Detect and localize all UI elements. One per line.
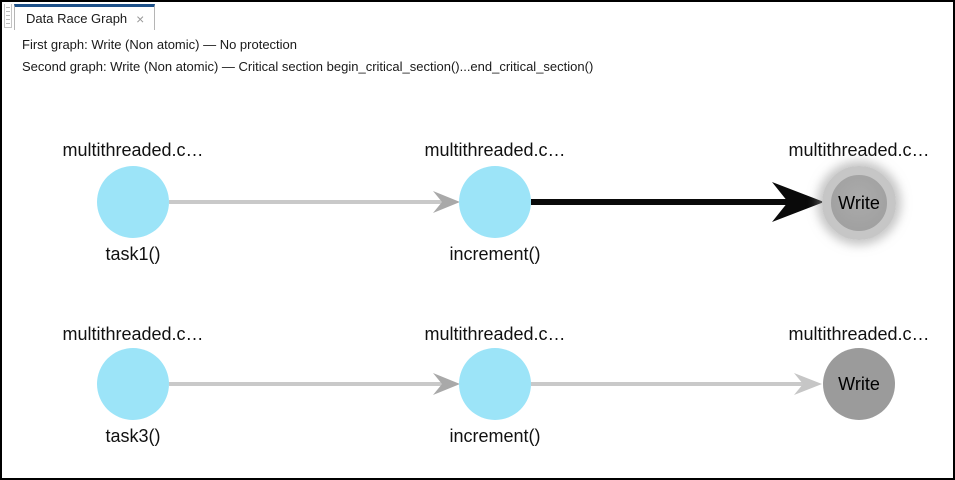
node-file-label: multithreaded.c… xyxy=(788,324,930,344)
graph2-edges xyxy=(169,373,822,395)
node-func-label: increment() xyxy=(449,244,541,264)
node-task1[interactable] xyxy=(97,166,169,238)
tab-drag-handle[interactable] xyxy=(4,4,12,28)
node-func-label: task1() xyxy=(105,244,161,264)
arrowhead-icon xyxy=(433,373,460,395)
node-file-label: multithreaded.c… xyxy=(62,324,204,344)
close-icon[interactable]: × xyxy=(136,10,145,27)
drag-handle-icon xyxy=(6,7,10,24)
node-increment[interactable] xyxy=(459,348,531,420)
second-graph-caption: Second graph: Write (Non atomic) — Criti… xyxy=(22,59,594,74)
tab-data-race-graph[interactable]: Data Race Graph × xyxy=(14,4,156,30)
graph-captions: First graph: Write (Non atomic) — No pro… xyxy=(22,34,593,78)
graph1-edges xyxy=(169,182,824,222)
node-func-label: increment() xyxy=(449,426,541,446)
arrowhead-icon xyxy=(772,182,824,222)
arrowhead-icon xyxy=(794,373,822,395)
node-file-label: multithreaded.c… xyxy=(424,324,566,344)
node-file-label: multithreaded.c… xyxy=(424,140,566,160)
node-write[interactable]: Write xyxy=(823,348,895,420)
first-graph-caption: First graph: Write (Non atomic) — No pro… xyxy=(22,37,298,52)
arrowhead-icon xyxy=(433,191,460,213)
node-func-label: task3() xyxy=(105,426,161,446)
node-file-label: multithreaded.c… xyxy=(788,140,930,160)
tab-title: Data Race Graph xyxy=(26,11,128,26)
node-write-selected[interactable]: Write xyxy=(822,166,896,240)
node-task3[interactable] xyxy=(97,348,169,420)
node-file-label: multithreaded.c… xyxy=(62,140,204,160)
node-increment[interactable] xyxy=(459,166,531,238)
